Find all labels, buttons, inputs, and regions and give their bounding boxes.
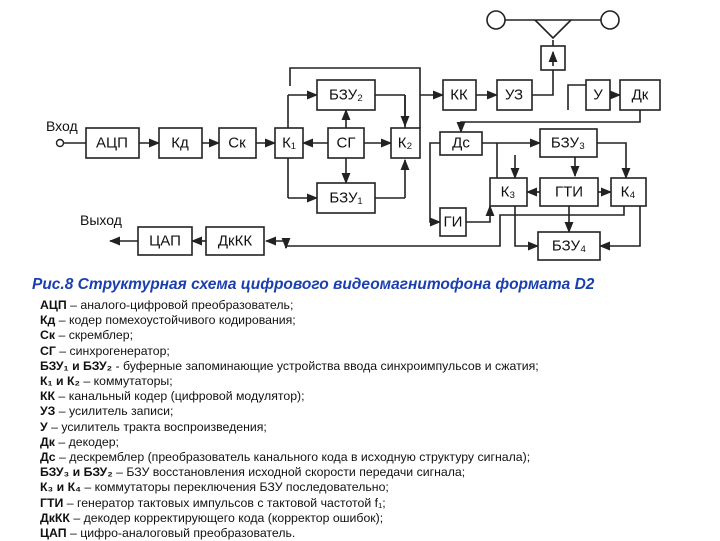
legend-item: К₃ и К₄ – коммутаторы переключения БЗУ п… (40, 480, 389, 495)
svg-text:Дк: Дк (632, 87, 649, 104)
svg-text:К₃: К₃ (501, 184, 516, 201)
svg-text:СГ: СГ (337, 135, 356, 152)
input-label: Вход (46, 118, 78, 134)
legend-item: Дк – декодер; (40, 434, 119, 449)
svg-text:БЗУ₃: БЗУ₃ (551, 135, 585, 152)
svg-text:АЦП: АЦП (96, 135, 128, 152)
svg-text:БЗУ₂: БЗУ₂ (329, 87, 363, 104)
svg-text:ГТИ: ГТИ (555, 184, 583, 201)
block-dk: Дк (619, 79, 661, 111)
block-uz: УЗ (496, 79, 533, 111)
legend-item: БЗУ₁ и БЗУ₂ - буферные запоминающие устр… (40, 358, 539, 373)
legend-item: Ск – скремблер; (40, 328, 134, 343)
svg-text:КК: КК (450, 87, 468, 104)
figure-caption: Рис.8 Структурная схема цифрового видеом… (32, 276, 595, 293)
svg-text:К₁: К₁ (282, 135, 296, 152)
svg-text:БЗУ₁: БЗУ₁ (329, 190, 362, 207)
legend-item: БЗУ₃ и БЗУ₂ – БЗУ восстановления исходно… (40, 465, 466, 480)
block-sg: СГ (327, 127, 365, 159)
legend-item: ДкКК – декодер корректирующего кода (кор… (40, 510, 384, 525)
block-adc: АЦП (85, 127, 140, 159)
svg-text:Кд: Кд (171, 135, 189, 152)
block-bzu3: БЗУ₃ (539, 128, 598, 158)
block-gti: ГТИ (539, 177, 599, 207)
legend-item: Дс – дескремблер (преобразователь каналь… (40, 450, 531, 465)
block-k4: К₄ (610, 177, 647, 207)
svg-text:Дс: Дс (452, 135, 470, 152)
svg-text:УЗ: УЗ (505, 87, 523, 104)
block-bzu1: БЗУ₁ (316, 182, 376, 214)
block-k1: К₁ (274, 127, 304, 159)
block-dac: ЦАП (137, 226, 193, 256)
legend-item: Кд – кодер помехоустойчивого кодирования… (40, 313, 296, 328)
block-dkkk: ДкКК (205, 226, 265, 256)
svg-text:ДкКК: ДкКК (218, 233, 252, 250)
svg-text:ГИ: ГИ (444, 214, 463, 231)
legend-list: АЦП – аналого-цифровой преобразователь; … (40, 298, 710, 541)
legend-item: У – усилитель тракта воспроизведения; (40, 419, 267, 434)
connections (55, 40, 641, 251)
block-k3: К₃ (489, 177, 528, 207)
svg-text:Ск: Ск (228, 135, 246, 152)
block-ds: Дс (439, 131, 483, 156)
block-sk: Ск (218, 127, 257, 159)
block-kk: КК (442, 79, 477, 111)
legend-item: ЦАП – цифро-аналоговый преобразователь. (40, 526, 296, 541)
svg-text:У: У (593, 87, 603, 104)
legend-item: ГТИ – генератор тактовых импульсов с так… (40, 495, 386, 510)
block-diagram: Вход Выход АЦП Кд Ск К₁ СГ К₂ БЗУ₂ БЗУ₁ … (46, 10, 661, 261)
output-label: Выход (80, 212, 122, 228)
svg-text:К₂: К₂ (398, 135, 413, 152)
legend-item: К₁ и К₂ – коммутаторы; (40, 374, 173, 389)
svg-text:ЦАП: ЦАП (149, 233, 181, 250)
block-bzu2: БЗУ₂ (316, 79, 376, 111)
legend-item: КК – канальный кодер (цифровой модулятор… (40, 389, 305, 404)
block-kd: Кд (158, 127, 203, 159)
legend-item: УЗ – усилитель записи; (40, 404, 174, 419)
legend-item: АЦП – аналого-цифровой преобразователь; (40, 298, 294, 312)
block-bzu4: БЗУ₄ (537, 231, 601, 261)
legend-item: СГ – синхрогенератор; (40, 343, 170, 358)
block-gi: ГИ (439, 207, 467, 237)
svg-text:К₄: К₄ (621, 184, 636, 201)
block-u: У (585, 79, 611, 111)
svg-text:БЗУ₄: БЗУ₄ (552, 238, 586, 255)
block-k2: К₂ (390, 127, 421, 159)
